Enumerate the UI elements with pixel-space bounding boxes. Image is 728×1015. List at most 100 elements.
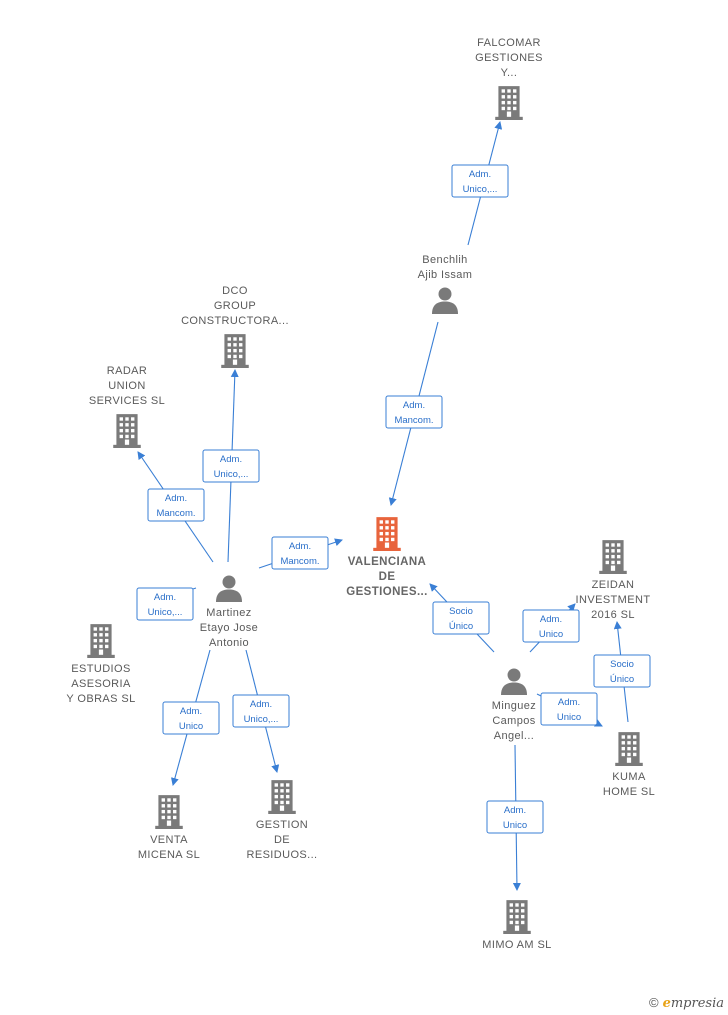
node-label: GROUP <box>214 300 256 312</box>
edge-label-benchlih-falcomar[interactable]: Adm. Unico,... <box>451 164 509 198</box>
edge-label-text: Adm. <box>180 706 202 717</box>
edge-labels-layer: Adm.Unico,...Adm.Mancom.Adm.Unico,...Adm… <box>136 164 651 834</box>
edge-label-text: Unico,... <box>244 714 279 725</box>
node-gestion[interactable]: GESTION DE RESIDUOS... <box>246 780 317 861</box>
node-valenciana[interactable]: VALENCIANADEGESTIONES... <box>346 517 427 598</box>
edge-label-box <box>451 164 509 198</box>
edge-label-text: Unico <box>503 820 527 831</box>
edge-label-text: Unico <box>179 721 203 732</box>
edge-label-text: Adm. <box>403 400 425 411</box>
node-label: RESIDUOS... <box>246 849 317 861</box>
edge-label-box <box>432 601 490 635</box>
building-icon <box>599 540 627 574</box>
edge-label-box <box>540 692 598 726</box>
building-icon <box>268 780 296 814</box>
edge-label-text: Adm. <box>469 169 491 180</box>
edge-label-box <box>162 701 220 735</box>
node-label: DE <box>274 834 290 846</box>
edge-label-box <box>202 449 260 483</box>
edge-label-minguez-mimo[interactable]: Adm.Unico <box>486 800 544 834</box>
edge-label-box <box>486 800 544 834</box>
edge-label-box <box>522 609 580 643</box>
edge-label-text: Adm. <box>540 614 562 625</box>
node-label: Angel... <box>494 730 535 742</box>
edge-label-text: Unico,... <box>148 607 183 618</box>
node-label: Benchlih <box>422 254 467 266</box>
edge-label-text: Mancom. <box>280 556 319 567</box>
node-label: GESTION <box>256 819 308 831</box>
node-label: Ajib Issam <box>418 269 473 281</box>
node-label: Martinez <box>206 607 251 619</box>
edge-label-box <box>147 488 205 522</box>
node-label: ASESORIA <box>71 678 131 690</box>
building-icon <box>87 624 115 658</box>
building-icon <box>495 86 523 120</box>
node-label: Minguez <box>492 700 536 712</box>
edge-label-box <box>271 536 329 570</box>
edge-label-text: Unico,... <box>463 184 498 195</box>
edge-label-minguez-kuma[interactable]: Adm. Unico <box>540 692 598 726</box>
edge-label-text: Mancom. <box>394 415 433 426</box>
edge-label-box <box>385 395 443 429</box>
node-venta[interactable]: VENTA MICENA SL <box>138 795 200 861</box>
edge-label-martinez-estudios[interactable]: Adm. Unico,... <box>136 587 194 621</box>
edge-label-text: Adm. <box>165 493 187 504</box>
node-label: RADAR <box>107 365 148 377</box>
edge-label-martinez-dco[interactable]: Adm.Unico,... <box>202 449 260 483</box>
brand-name: mpresia <box>670 996 724 1011</box>
edge-label-text: Adm. <box>154 592 176 603</box>
edge-label-box <box>136 587 194 621</box>
node-label: KUMA <box>612 771 646 783</box>
node-dco[interactable]: DCO GROUP CONSTRUCTORA... <box>181 285 289 368</box>
node-label: VENTA <box>150 834 188 846</box>
node-label: CONSTRUCTORA... <box>181 315 289 327</box>
edge-label-text: Unico <box>557 712 581 723</box>
node-label: Antonio <box>209 637 249 649</box>
edge-label-martinez-valenciana[interactable]: Adm. Mancom. <box>271 536 329 570</box>
edge-label-martinez-venta[interactable]: Adm. Unico <box>162 701 220 735</box>
node-label: FALCOMAR <box>477 37 541 49</box>
edge-label-martinez-radar[interactable]: Adm. Mancom. <box>147 488 205 522</box>
node-label: 2016 SL <box>591 609 635 621</box>
edge-label-text: Adm. <box>558 697 580 708</box>
node-label: INVESTMENT <box>576 594 651 606</box>
node-mimo[interactable]: MIMO AM SL <box>482 900 551 951</box>
node-label: GESTIONES... <box>346 586 427 598</box>
building-icon <box>113 414 141 448</box>
building-icon <box>373 517 401 551</box>
node-label: DCO <box>222 285 248 297</box>
building-icon <box>503 900 531 934</box>
person-icon <box>501 668 527 695</box>
node-minguez[interactable]: MinguezCamposAngel... <box>492 668 536 743</box>
edge-label-text: Adm. <box>250 699 272 710</box>
node-label: Campos <box>492 715 535 727</box>
edge-label-text: Adm. <box>289 541 311 552</box>
person-icon <box>216 575 242 602</box>
edge-label-text: Mancom. <box>156 508 195 519</box>
node-label: ZEIDAN <box>592 579 635 591</box>
edge-label-text: Socio <box>610 659 634 670</box>
edges-layer <box>137 121 629 891</box>
node-label: Y OBRAS SL <box>66 693 135 705</box>
node-label: MICENA SL <box>138 849 200 861</box>
copyright-symbol: © <box>648 995 659 1010</box>
edge-label-box <box>232 694 290 728</box>
edge-label-minguez-zeidan[interactable]: Adm. Unico <box>522 609 580 643</box>
node-falcomar[interactable]: FALCOMARGESTIONESY... <box>475 37 543 120</box>
node-label: Y... <box>501 67 518 79</box>
edge-label-text: Unico,... <box>214 469 249 480</box>
edge-label-text: Unico <box>539 629 563 640</box>
edge-label-martinez-gestion[interactable]: Adm. Unico,... <box>232 694 290 728</box>
node-zeidan[interactable]: ZEIDAN INVESTMENT 2016 SL <box>576 540 651 621</box>
node-label: SERVICES SL <box>89 395 165 407</box>
edge-label-benchlih-valenciana[interactable]: Adm. Mancom. <box>385 395 443 429</box>
node-label: VALENCIANA <box>348 556 427 568</box>
